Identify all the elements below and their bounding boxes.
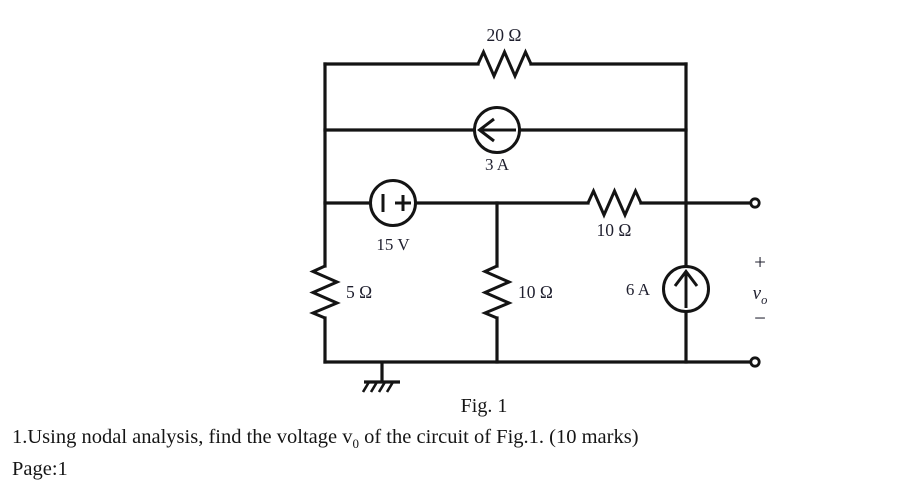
6a-current-source — [662, 265, 710, 313]
chassis-ground-symbol — [361, 362, 400, 393]
10-ohm-vertical-label: 10 Ω — [518, 282, 553, 302]
output-terminal-top — [749, 197, 761, 209]
question-text-subscript: 0 — [352, 436, 359, 452]
15v-plus-sign — [395, 195, 411, 211]
vo-symbol: v — [753, 283, 762, 304]
10-ohm-vertical-zigzag — [481, 264, 513, 320]
10-ohm-resistor-horizontal — [586, 187, 643, 219]
6a-current-source-label: 6 A — [626, 280, 651, 299]
output-minus-sign: − — [754, 306, 766, 330]
output-voltage-port: + vo − — [749, 197, 768, 368]
page-number-text: Page:1 — [12, 458, 68, 480]
output-voltage-label: vo — [753, 283, 768, 307]
20-ohm-resistor-label: 20 Ω — [487, 25, 522, 45]
5-ohm-resistor-zigzag — [309, 264, 341, 320]
15v-source-label: 15 V — [376, 235, 410, 254]
10-ohm-horizontal-label: 10 Ω — [597, 220, 632, 240]
20-ohm-resistor-zigzag — [476, 48, 533, 80]
15v-source-circle — [369, 179, 417, 227]
20-ohm-resistor — [476, 48, 533, 80]
ground-hatching — [361, 381, 395, 393]
output-plus-sign: + — [754, 250, 766, 274]
3a-current-source-label: 3 A — [485, 155, 510, 174]
output-terminal-bottom — [749, 356, 761, 368]
5-ohm-resistor — [309, 264, 341, 320]
15v-voltage-source — [369, 179, 417, 227]
question-text-main: 1.Using nodal analysis, find the voltage… — [12, 426, 353, 448]
circuit-schematic-svg: 20 Ω 3 A 15 V 10 — [309, 25, 768, 393]
vertical-rails — [323, 62, 754, 364]
6a-arrow-head — [673, 269, 699, 287]
3a-arrow-head — [477, 117, 495, 143]
vo-subscript: o — [761, 293, 767, 307]
figure-caption-row: Fig. 1 — [0, 394, 908, 418]
5-ohm-resistor-label: 5 Ω — [346, 282, 372, 302]
10-ohm-horizontal-zigzag — [586, 187, 643, 219]
figure-caption: Fig. 1 — [460, 395, 508, 417]
3a-current-source — [473, 106, 521, 154]
question-text-rest: of the circuit of Fig.1. (10 marks) — [358, 426, 639, 448]
question-text: 1.Using nodal analysis, find the voltage… — [12, 424, 902, 457]
10-ohm-resistor-vertical — [481, 264, 513, 320]
circuit-diagram: 20 Ω 3 A 15 V 10 — [309, 25, 768, 393]
